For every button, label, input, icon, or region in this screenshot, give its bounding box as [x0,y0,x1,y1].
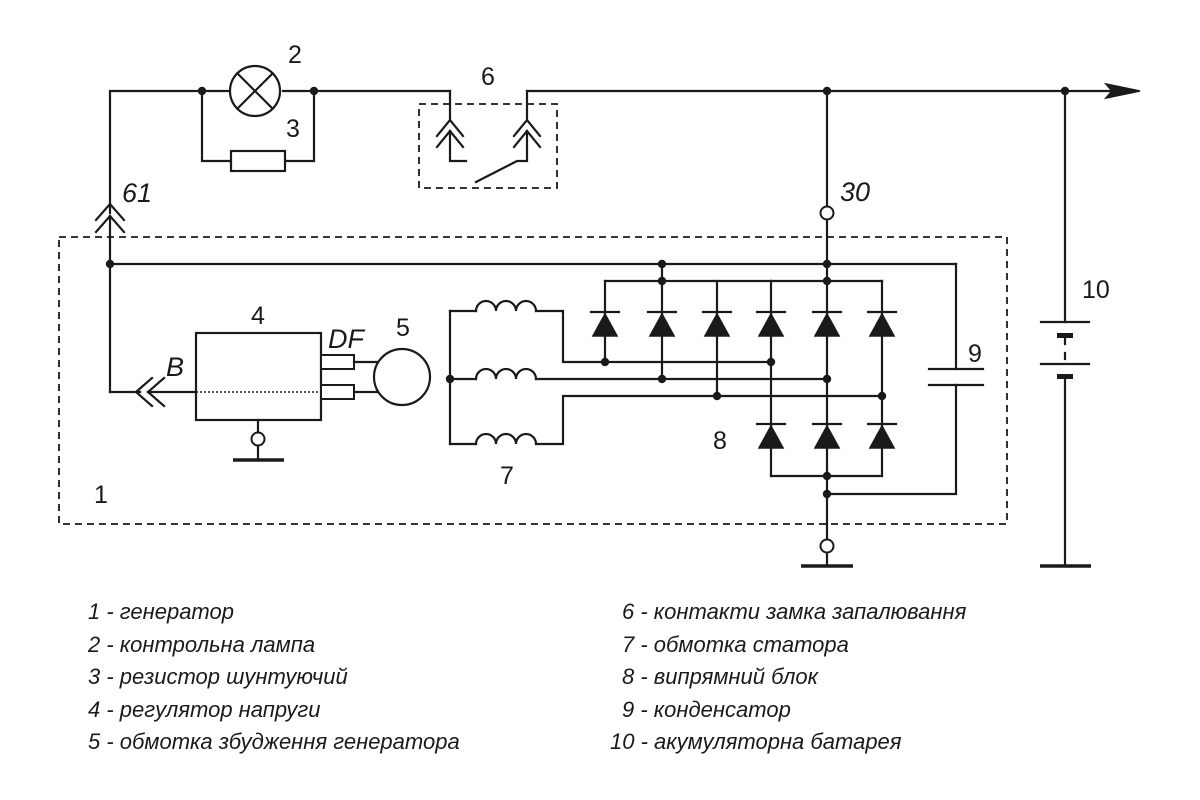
label-resistor: 3 [286,115,300,143]
legend-item: 8 - випрямний блок [622,664,819,689]
label-capacitor: 9 [968,340,982,368]
label-terminal-30: 30 [840,177,870,207]
ignition-contacts-icon [435,89,542,184]
label-terminal-b: B [166,352,184,382]
label-terminal-df: DF [328,324,365,354]
label-battery: 10 [1082,276,1110,304]
control-lamp-icon [228,64,282,118]
label-lamp: 2 [288,41,302,69]
label-generator: 1 [94,481,108,509]
shunt-resistor-icon [229,149,287,173]
field-winding-icon [372,347,432,407]
output-arrow-icon [1103,82,1141,100]
stator-winding-icon [474,299,538,446]
generator-boundary [58,236,1008,525]
label-stator: 7 [500,462,514,490]
regulator-ground-terminal [250,431,266,447]
label-regulator: 4 [251,302,265,330]
legend-item: 10 - акумуляторна батарея [610,729,902,754]
legend-item: 3 - резистор шунтуючий [88,664,348,689]
ignition-switch-boundary [418,103,558,189]
voltage-regulator-box [194,331,323,422]
wire-resistor-loop [200,89,233,163]
legend-item: 1 - генератор [88,599,234,624]
label-ignition-contacts: 6 [481,63,495,91]
legend-right: 6 - контакти замка запалювання 7 - обмот… [610,596,966,759]
capacitor-icon [927,367,985,387]
connector-61-icon [94,202,126,394]
legend-item: 6 - контакти замка запалювання [622,599,967,624]
battery-icon [1039,89,1091,568]
legend-item: 2 - контрольна лампа [88,631,316,657]
df-connector-bottom [320,384,355,400]
terminal-30 [819,205,835,221]
legend-item: 5 - обмотка збудження генератора [88,729,460,754]
generator-ground-terminal [819,538,835,554]
legend-item: 4 - регулятор напруги [88,696,321,722]
legend-item: 7 - обмотка статора [622,631,849,657]
label-terminal-61: 61 [122,178,152,208]
connector-b-icon [108,376,198,408]
label-rectifier: 8 [713,427,727,455]
wire-61-to-lamp [108,89,230,215]
wire-resistor-loop-right [283,89,316,163]
label-field-winding: 5 [396,314,410,342]
rectifier-block [589,259,958,542]
legend-item: 9 - конденсатор [622,696,791,722]
legend-left: 1 - генератор 2 - контрольна лампа 3 - р… [88,596,460,759]
df-connector-top [320,354,355,370]
